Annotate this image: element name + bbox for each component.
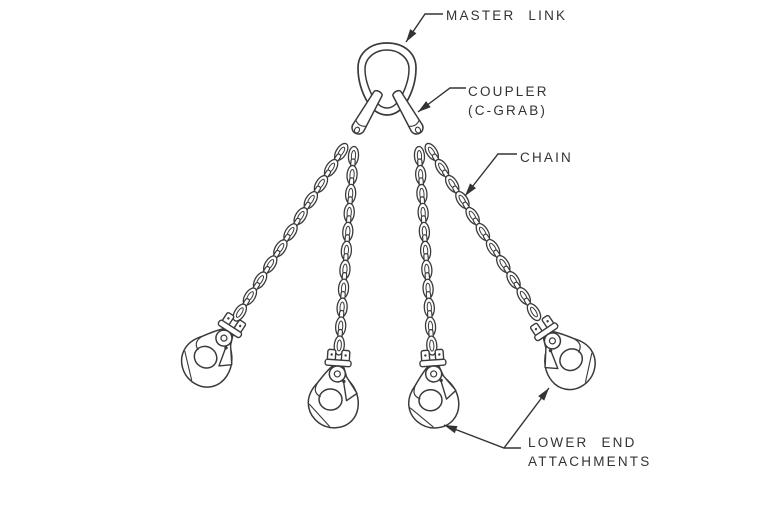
leader-master-link bbox=[405, 13, 443, 43]
label-coupler: COUPLER bbox=[468, 84, 549, 99]
leader-arrows bbox=[405, 13, 550, 449]
leader-chain bbox=[464, 153, 517, 197]
hook-3-drawing bbox=[404, 347, 462, 431]
label-master-link: MASTER LINK bbox=[446, 8, 567, 23]
label-lower-end-2: ATTACHMENTS bbox=[528, 454, 651, 469]
coupler-left-drawing bbox=[348, 87, 386, 138]
leader-lower-end-left bbox=[443, 424, 521, 449]
leader-coupler bbox=[417, 87, 466, 113]
label-chain: CHAIN bbox=[520, 150, 573, 165]
hook-1-drawing bbox=[171, 302, 258, 397]
chain-1-drawing bbox=[232, 142, 349, 322]
chain-4-drawing bbox=[424, 142, 542, 322]
chain-legs-drawing bbox=[232, 142, 542, 356]
hook-4-drawing bbox=[519, 305, 606, 400]
master-link-drawing bbox=[357, 42, 417, 116]
chain-2-drawing bbox=[333, 145, 360, 356]
chain-3-drawing bbox=[413, 145, 438, 356]
hook-2-drawing bbox=[305, 347, 363, 431]
leader-lower-end-right bbox=[503, 387, 550, 449]
label-coupler-sub: (C-GRAB) bbox=[468, 103, 547, 118]
label-lower-end-1: LOWER END bbox=[528, 435, 637, 450]
